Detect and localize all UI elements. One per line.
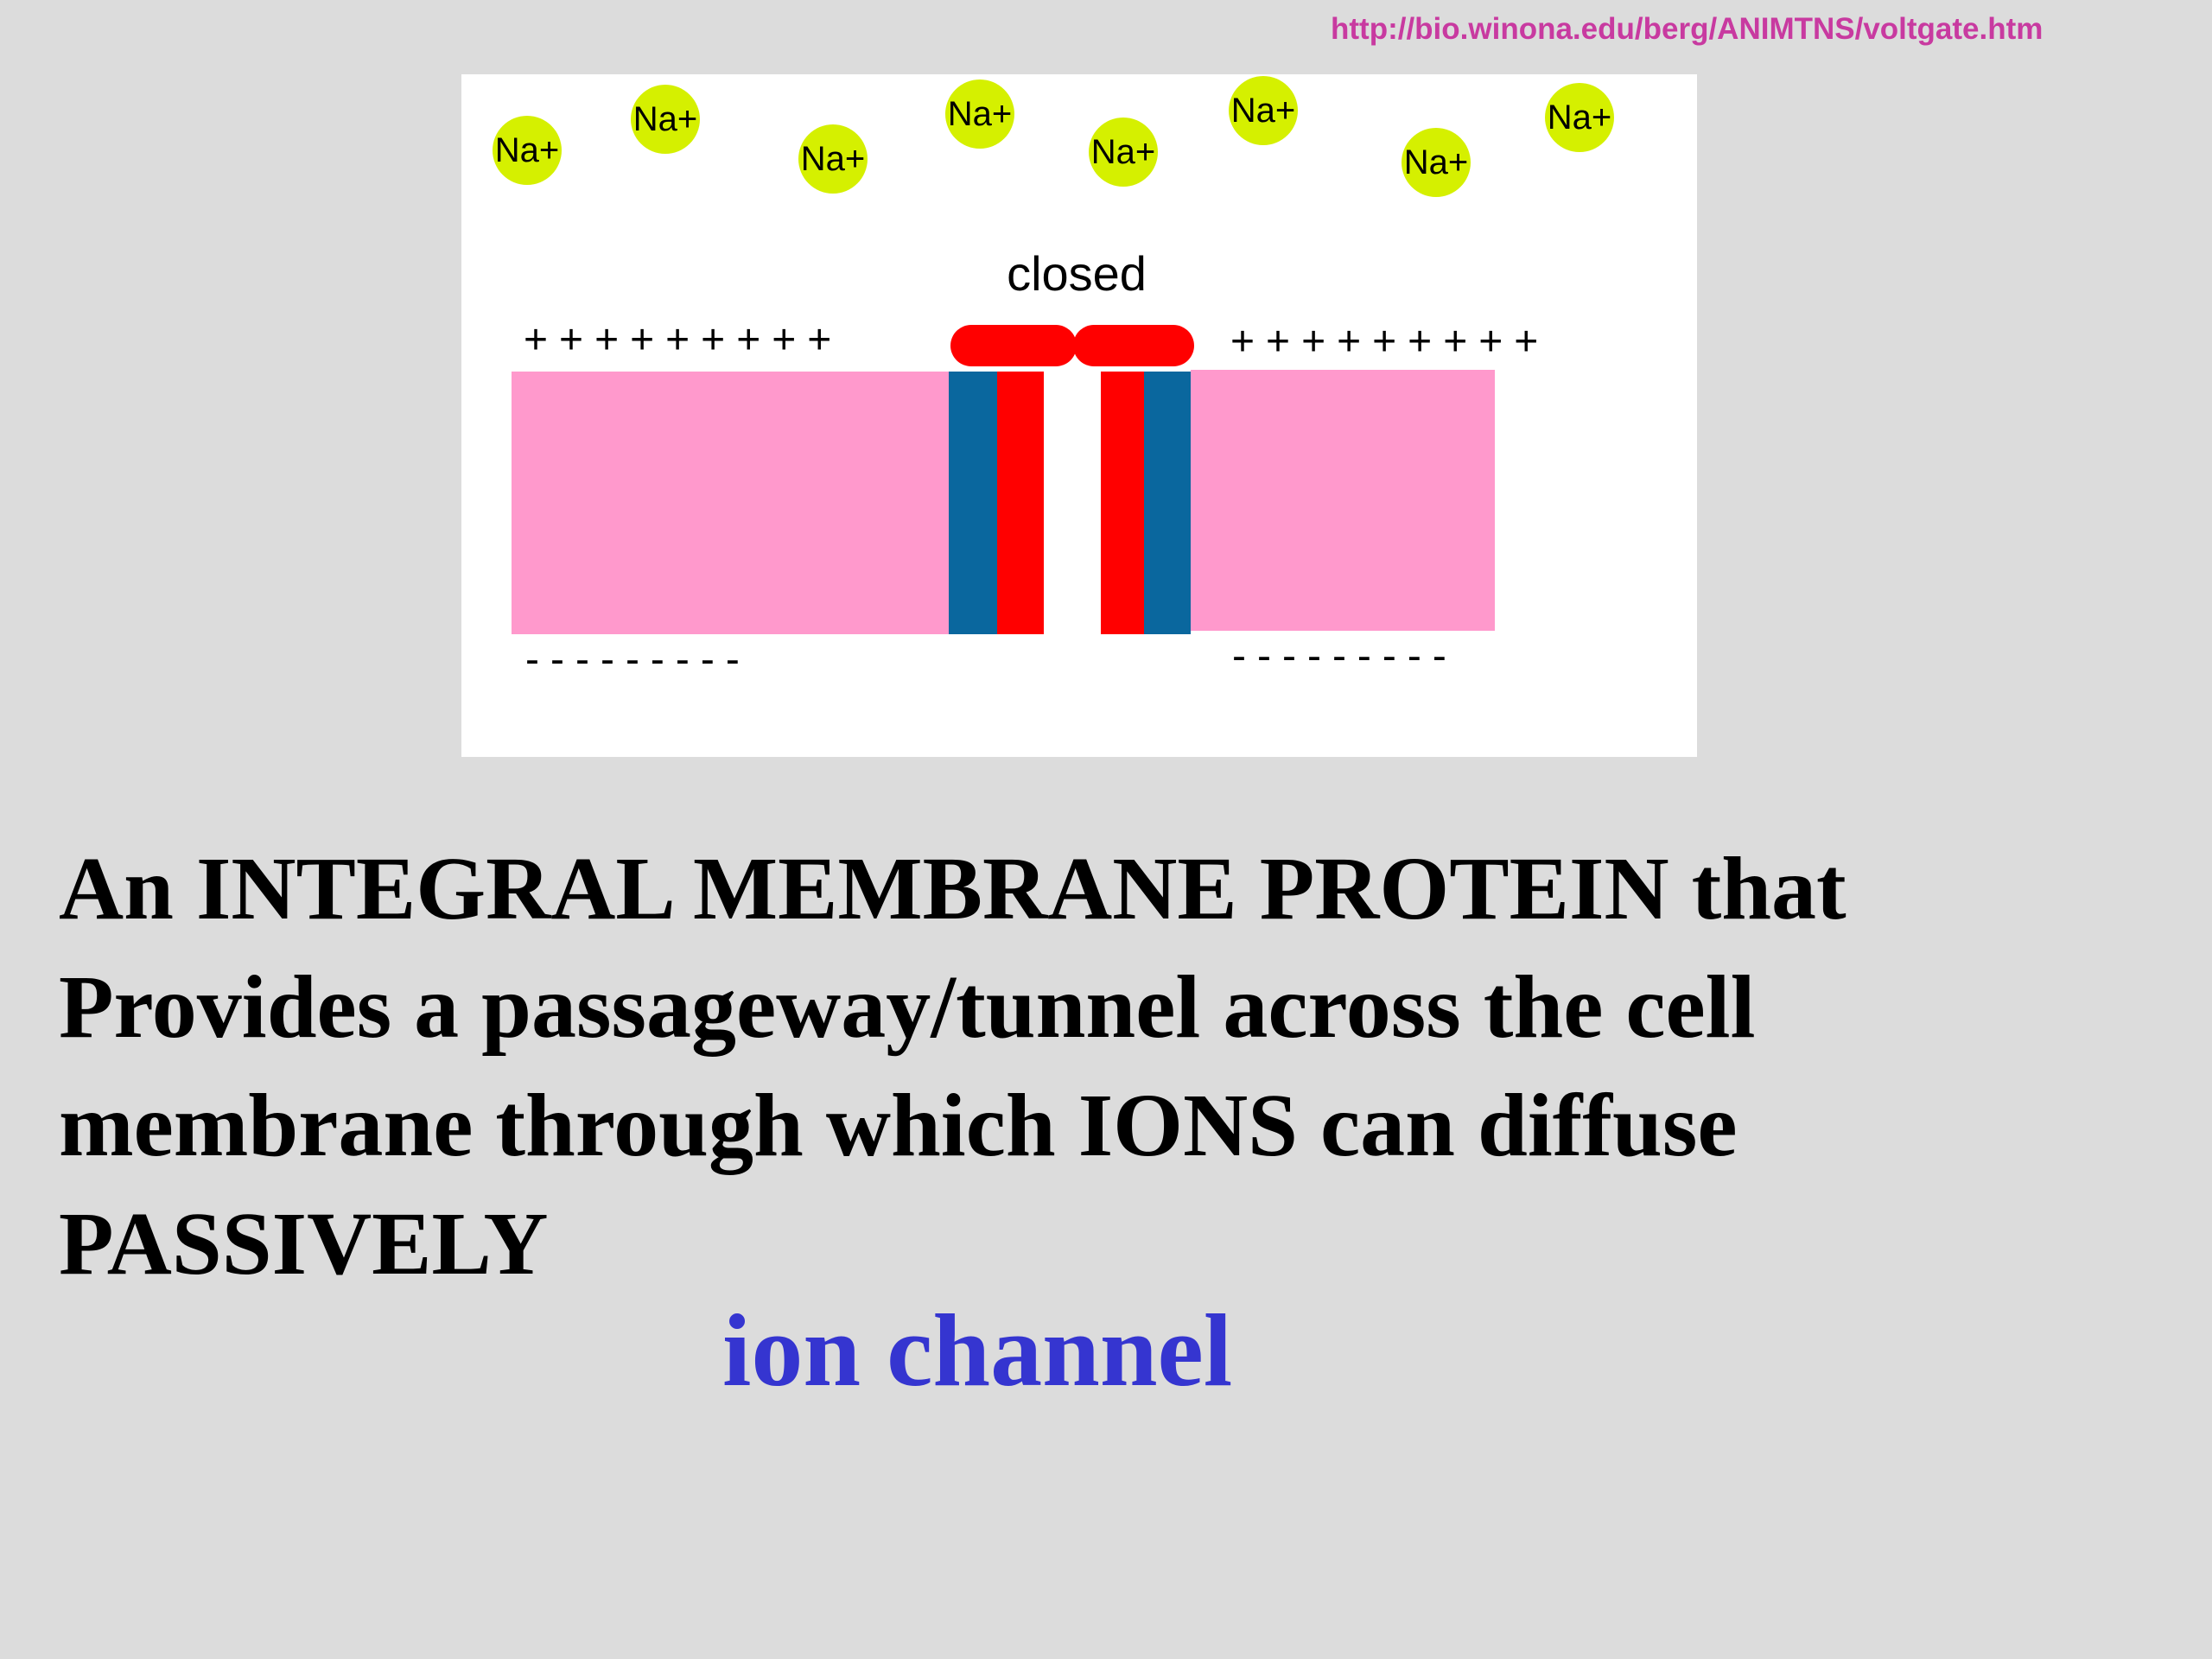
channel-wall-left-outer — [949, 372, 997, 634]
outside-charges-right: +++++++++ — [1230, 319, 1550, 365]
sodium-ion: Na+ — [798, 124, 868, 194]
gate-state-label: closed — [1007, 246, 1147, 301]
channel-wall-right-outer — [1144, 372, 1191, 634]
gate-flap-left — [950, 325, 1077, 366]
sodium-ion: Na+ — [1545, 83, 1614, 152]
sodium-ion: Na+ — [493, 116, 562, 185]
term-label: ion channel — [722, 1293, 1233, 1408]
membrane-left — [512, 372, 949, 634]
sodium-ion: Na+ — [1402, 128, 1471, 197]
channel-wall-right-inner — [1101, 372, 1144, 634]
definition-text: An INTEGRAL MEMBRANE PROTEIN that Provid… — [59, 839, 1847, 1294]
gate-flap-right — [1073, 325, 1194, 366]
sodium-ion: Na+ — [1229, 76, 1298, 145]
source-url-link[interactable]: http://bio.winona.edu/berg/ANIMTNS/voltg… — [1331, 12, 2044, 46]
ion-channel-diagram: Na+ Na+ Na+ Na+ Na+ Na+ Na+ Na+ closed +… — [461, 74, 1697, 757]
membrane-right — [1191, 370, 1495, 631]
inside-charges-left: --------- — [525, 637, 751, 683]
sodium-ion: Na+ — [631, 85, 700, 154]
outside-charges-left: +++++++++ — [524, 317, 843, 363]
sodium-ion: Na+ — [1089, 118, 1158, 187]
sodium-ion: Na+ — [945, 79, 1014, 149]
channel-wall-left-inner — [997, 372, 1044, 634]
inside-charges-right: --------- — [1232, 633, 1458, 679]
